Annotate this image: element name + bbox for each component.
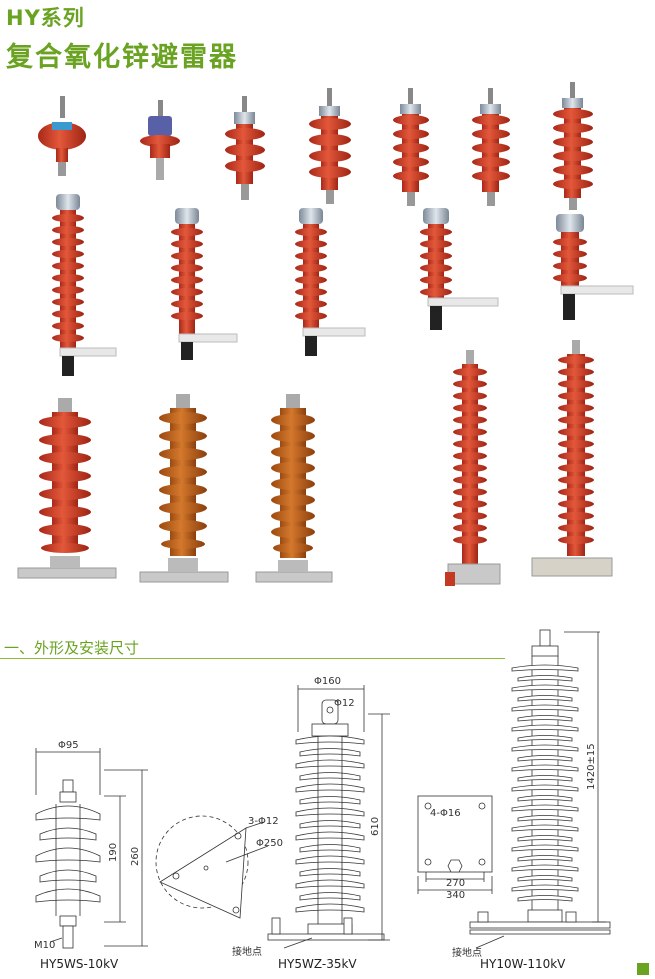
d1-bolt-label: M10 bbox=[34, 940, 55, 951]
d2-ground-label: 接地点 bbox=[232, 945, 262, 958]
photo-arrester-6 bbox=[472, 88, 510, 206]
photo-arrester-5 bbox=[393, 88, 429, 206]
d3-mount-holes-label: 4-Φ16 bbox=[430, 808, 461, 819]
photo-arrester-8 bbox=[52, 194, 117, 376]
product-title: 复合氧化锌避雷器 bbox=[6, 42, 238, 73]
product-photos bbox=[17, 82, 634, 586]
d2-top-diameter-label: Φ160 bbox=[314, 676, 341, 687]
photo-arrester-11 bbox=[420, 208, 499, 330]
page-corner-mark bbox=[637, 963, 649, 975]
d2-mount-holes-label: 3-Φ12 bbox=[248, 816, 279, 827]
d3-outer-width-label: 340 bbox=[446, 890, 465, 901]
d3-model-caption: HY10W-110kV bbox=[480, 957, 566, 971]
drawing-hy5wz-35kv bbox=[155, 685, 390, 949]
photo-arrester-3 bbox=[225, 96, 265, 200]
d2-height-label: 610 bbox=[370, 817, 381, 836]
d3-inner-width-label: 270 bbox=[446, 878, 465, 889]
section-heading: 一、外形及安装尺寸 bbox=[4, 639, 140, 657]
photo-arrester-1 bbox=[38, 96, 86, 176]
d2-model-caption: HY5WZ-35kV bbox=[278, 957, 357, 971]
d1-inner-height-label: 190 bbox=[108, 843, 119, 862]
drawing-hy5ws-10kv bbox=[35, 748, 148, 949]
d2-pcd-label: Φ250 bbox=[256, 838, 283, 849]
photo-arrester-15 bbox=[255, 394, 333, 583]
d3-height-label: 1420±15 bbox=[586, 743, 597, 790]
photo-arrester-13 bbox=[17, 398, 117, 579]
d1-model-caption: HY5WS-10kV bbox=[40, 957, 119, 971]
photo-arrester-12 bbox=[553, 214, 634, 320]
d1-total-height-label: 260 bbox=[130, 847, 141, 866]
d3-ground-label: 接地点 bbox=[452, 946, 482, 959]
photo-arrester-4 bbox=[309, 88, 351, 204]
photo-arrester-9 bbox=[171, 208, 238, 360]
section-divider bbox=[0, 658, 505, 659]
series-title: HY系列 bbox=[6, 6, 85, 30]
d1-diameter-label: Φ95 bbox=[58, 740, 79, 751]
photo-arrester-14 bbox=[139, 394, 229, 583]
photo-arrester-7 bbox=[553, 82, 593, 210]
dimension-drawings: Φ95 190 260 M10 HY5WS-10kV Φ160 Φ12 3-Φ1… bbox=[34, 629, 611, 971]
photo-arrester-16 bbox=[445, 350, 501, 586]
photo-arrester-2 bbox=[140, 100, 180, 180]
d2-hole-diameter-label: Φ12 bbox=[334, 698, 355, 709]
drawing-hy10w-110kv bbox=[417, 629, 611, 949]
photo-arrester-17 bbox=[531, 340, 613, 577]
photo-arrester-10 bbox=[295, 208, 366, 356]
